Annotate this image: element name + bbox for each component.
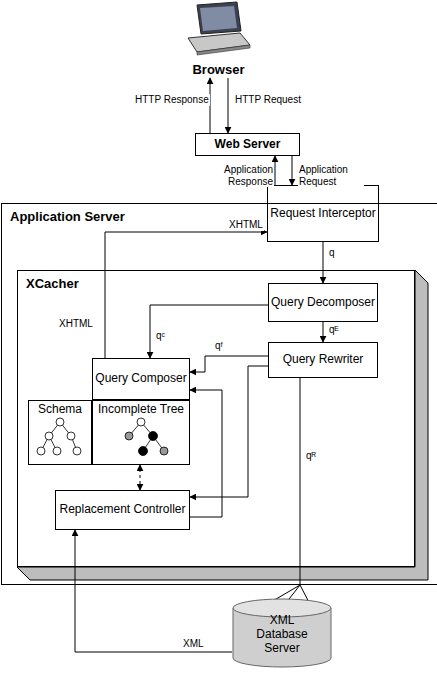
connector-arrow xyxy=(190,356,268,372)
node-label: Query Decomposer xyxy=(271,296,375,310)
group-title: XCacher xyxy=(18,271,79,292)
server-band: Application Server Request InterceptorXCa… xyxy=(1,203,437,585)
edge-label: HTTP Response xyxy=(134,94,210,106)
edge-label: XHTML xyxy=(228,219,264,231)
edge-label: Application Response xyxy=(208,164,274,187)
edge-label: q xyxy=(328,247,336,259)
process-box: Query Composer xyxy=(92,358,190,400)
connector-arrow xyxy=(228,78,229,133)
connector-arrow xyxy=(323,242,324,283)
connector-arrow xyxy=(150,305,268,358)
store-box: Incomplete Tree xyxy=(92,400,190,465)
node-label: Web Server xyxy=(215,138,281,152)
process-box: Request Interceptor xyxy=(267,185,379,242)
node-label: Query Rewriter xyxy=(283,353,364,367)
flow-label: XHTML xyxy=(58,318,94,330)
process-box: Query Decomposer xyxy=(268,283,378,322)
connector-arrow xyxy=(292,156,293,185)
connector-arrow xyxy=(282,378,300,608)
group-title: Application Server xyxy=(2,204,125,225)
process-box: Replacement Controller xyxy=(55,490,190,530)
laptop-icon xyxy=(188,2,250,55)
edge-label: Application Request xyxy=(298,164,364,187)
node-label: Incomplete Tree xyxy=(98,403,184,417)
connector-arrow xyxy=(105,232,267,358)
edge-label: qᶜ xyxy=(155,330,166,342)
connector-arrow xyxy=(190,390,222,517)
process-box: Query Rewriter xyxy=(268,342,378,378)
module-box: XCacherQuery DecomposerQuery RewriterQue… xyxy=(17,270,415,567)
node-label: Query Composer xyxy=(95,372,186,386)
node-label: Request Interceptor xyxy=(270,207,375,221)
edge-label: HTTP Request xyxy=(234,94,302,106)
node-label: XML Database Server xyxy=(252,614,312,655)
edge-label: XML xyxy=(182,638,205,650)
database-cylinder: XML Database Server xyxy=(232,598,332,668)
xcacher-shadow xyxy=(17,270,428,580)
node-label: Replacement Controller xyxy=(59,503,185,517)
store-box: Schema xyxy=(28,400,92,465)
edge-label: qᶠ xyxy=(214,340,224,352)
process-box: Web Server xyxy=(195,133,300,156)
browser-node: Browser xyxy=(175,0,262,78)
connector-arrow xyxy=(323,322,324,342)
connector-arrow xyxy=(140,465,141,490)
connector-arrow xyxy=(210,78,211,133)
connector-arrow xyxy=(190,366,268,497)
edge-label: qᴱ xyxy=(328,324,340,336)
connector-arrow xyxy=(75,530,232,652)
node-label: Browser xyxy=(192,63,244,78)
connector-arrow xyxy=(275,156,276,185)
incomplete-tree-icon xyxy=(125,418,168,456)
schema-tree-icon xyxy=(37,418,81,455)
node-label: Schema xyxy=(38,403,82,417)
edge-label: qᴿ xyxy=(305,450,317,462)
